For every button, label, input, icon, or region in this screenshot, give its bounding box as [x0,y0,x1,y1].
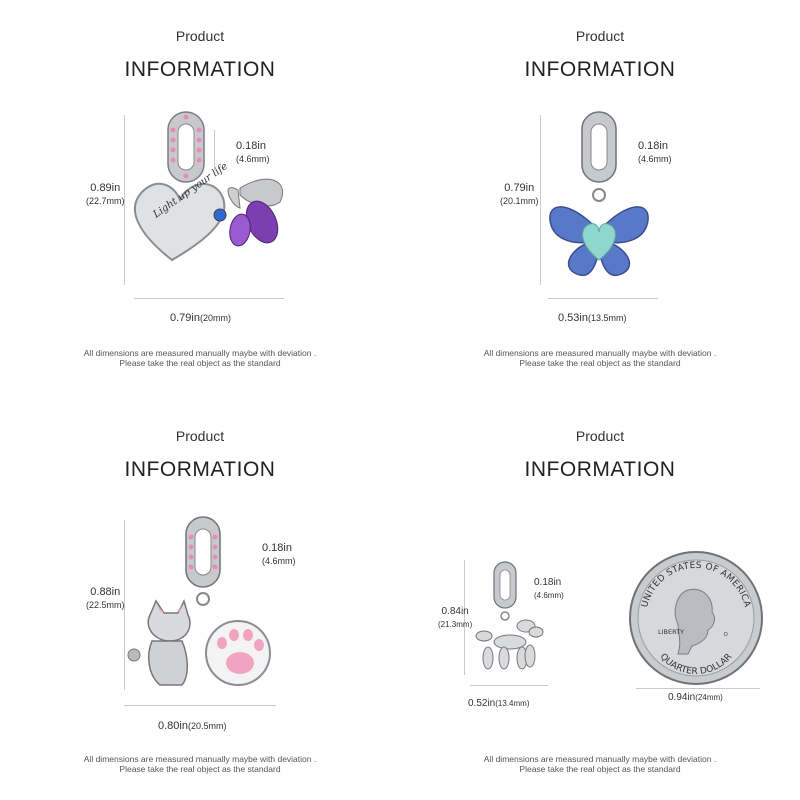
width-dimension-label: 0.53in(13.5mm) [558,312,627,324]
height-dimension-line [124,115,125,285]
coin-liberty-text: LIBERTY [658,628,684,636]
heart-bee-charm-image: Light up your life [133,111,283,262]
width-dimension-line [470,685,548,686]
coin-mint-mark: D [724,632,728,638]
width-dimension-line [134,298,284,299]
product-kicker: Product [175,428,225,444]
bail-dimension-label: 0.18in(4.6mm) [236,140,270,164]
quarter-coin-image: UNITED STATES OF AMERICA QUARTER DOLLAR … [629,551,763,685]
information-title: INFORMATION [124,458,276,481]
information-title: INFORMATION [524,58,676,81]
product-kicker: Product [575,428,625,444]
butterfly-charm-image [549,111,649,276]
product-panel-cat-paw-charm: Product INFORMATION 0.18in(4.6mm) 0.88in… [0,400,400,800]
bail-dimension-label: 0.18in(4.6mm) [638,140,672,164]
height-dimension-label: 0.88in(22.5mm) [86,586,125,610]
width-dimension-line [548,298,658,299]
height-dimension-label: 0.79in(20.1mm) [500,182,539,206]
width-dimension-label: 0.80in(20.5mm) [158,720,227,732]
coin-dimension-line [636,688,760,689]
balloon-dog-charm-image [475,561,544,670]
height-dimension-line [540,115,541,285]
measurement-disclaimer: All dimensions are measured manually may… [83,348,317,368]
width-dimension-line [124,705,276,706]
height-dimension-label: 0.84in(21.3mm) [438,606,473,629]
product-kicker: Product [175,28,225,44]
cat-paw-charm-image [127,516,271,686]
information-title: INFORMATION [524,458,676,481]
product-panel-balloon-dog-charm: Product INFORMATION 0.18in(4.6mm) 0.84in… [400,400,800,800]
measurement-disclaimer: All dimensions are measured manually may… [83,754,317,774]
bail-dimension-line [214,130,215,170]
width-dimension-label: 0.52in(13.4mm) [468,698,530,709]
height-dimension-line [464,560,465,675]
bail-dimension-label: 0.18in(4.6mm) [262,542,296,566]
height-dimension-line [124,520,125,690]
product-kicker: Product [575,28,625,44]
coin-dimension-label: 0.94in(24mm) [668,692,723,703]
bail-dimension-label: 0.18in(4.6mm) [534,577,564,600]
measurement-disclaimer: All dimensions are measured manually may… [483,348,717,368]
width-dimension-label: 0.79in(20mm) [170,312,231,324]
height-dimension-label: 0.89in(22.7mm) [86,182,125,206]
product-panel-heart-charm: Product INFORMATION Light up your life 0… [0,0,400,400]
product-panel-butterfly-charm: Product INFORMATION 0.18in(4.6mm) 0.79in… [400,0,800,400]
measurement-disclaimer: All dimensions are measured manually may… [483,754,717,774]
information-title: INFORMATION [124,58,276,81]
